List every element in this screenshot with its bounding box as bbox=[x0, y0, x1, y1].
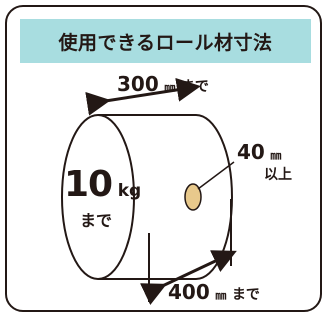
title-band: 使用できるロール材寸法 bbox=[20, 19, 311, 63]
page-title: 使用できるロール材寸法 bbox=[58, 31, 273, 54]
core-label: 40 ㎜ bbox=[237, 140, 282, 164]
weight-label: 10 kg bbox=[64, 164, 142, 205]
diameter-arrow bbox=[140, 250, 237, 305]
width-arrow bbox=[85, 77, 201, 116]
core-icon bbox=[184, 183, 202, 211]
width-label: 300 ㎜ まで bbox=[117, 72, 209, 96]
diameter-label: 400 ㎜ まで bbox=[168, 280, 260, 304]
core-suffix: 以上 bbox=[264, 167, 292, 183]
core-leader-line bbox=[197, 161, 235, 190]
weight-suffix: まで bbox=[80, 211, 113, 230]
